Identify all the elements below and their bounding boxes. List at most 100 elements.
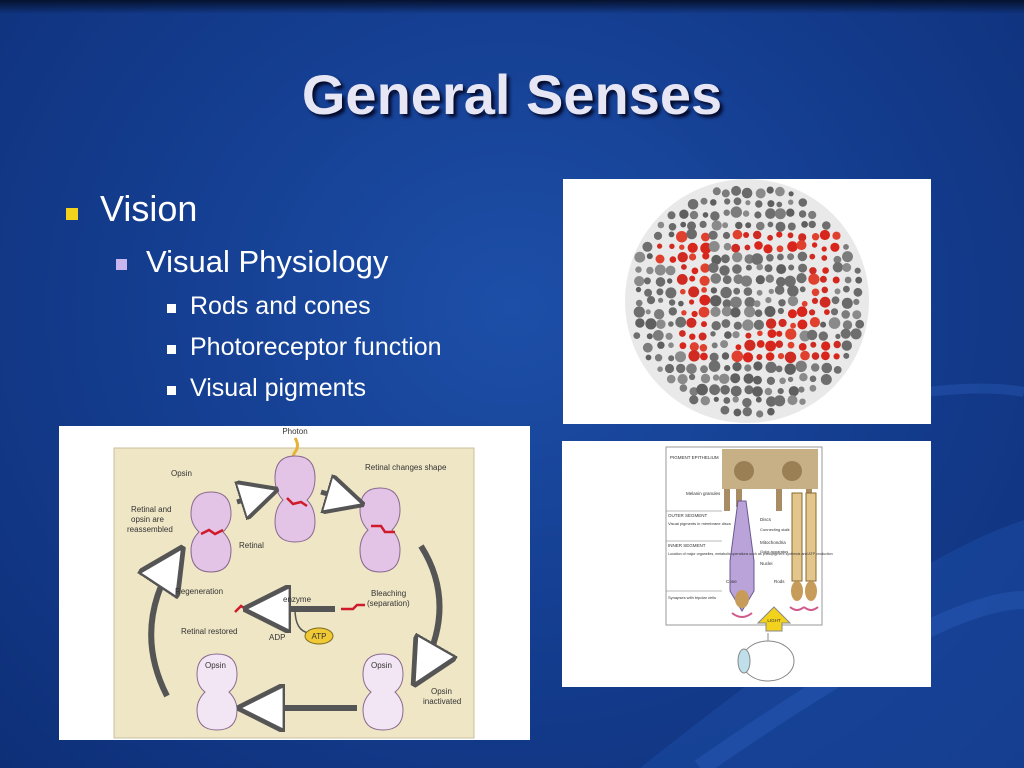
plate-dot-gray [710,306,721,317]
plate-dot-gray [657,366,663,372]
plate-dot-gray [732,264,742,274]
plate-dot-gray [678,300,684,307]
plate-dot-gray [732,252,743,263]
plate-dot-gray [744,306,756,318]
plate-dot-red [732,229,743,240]
plate-dot-gray [677,374,688,385]
plate-dot-gray [784,275,796,287]
plate-dot-gray [643,277,651,285]
plate-dot-gray [687,221,696,231]
plate-dot-red [809,309,816,316]
plate-dot-gray [642,241,653,252]
plate-dot-gray [635,286,642,293]
plate-dot-red [744,244,751,251]
plate-dot-gray [732,331,740,339]
label-inner-segment: INNER SEGMENT [668,543,706,548]
plate-dot-gray [766,186,774,194]
plate-dot-red [689,253,697,261]
plate-dot-gray [745,264,752,271]
plate-dot-gray [635,318,645,328]
label-discs: Discs [760,517,772,522]
plate-dot-gray [766,396,777,407]
plate-dot-gray [775,365,783,373]
plate-dot-gray [653,231,663,240]
plate-dot-red [822,267,829,274]
plate-dot-gray [696,383,708,396]
plate-dot-gray [646,253,653,260]
plate-dot-red [800,350,810,361]
plate-dot-gray [753,300,761,308]
plate-dot-red [689,342,699,352]
plate-dot-gray [751,253,763,265]
plate-dot-gray [756,263,763,271]
plate-dot-gray [842,320,853,330]
plate-dot-gray [841,297,853,309]
photoreceptor-svg: PIGMENT EPITHELIUM Melanin granules OUTE… [665,446,833,682]
plate-dot-gray [664,363,675,374]
plate-dot-gray [766,376,775,385]
bullet-visual-physiology: Visual Physiology [146,244,389,279]
plate-dot-gray [720,286,732,299]
plate-dot-red [819,296,831,308]
plate-dot-gray [721,189,730,198]
plate-dot-gray [765,274,774,283]
plate-dot-gray [787,376,794,383]
label-visual-pigments: Visual pigments in membrane discs [668,521,731,526]
plate-dot-gray [699,220,707,228]
plate-dot-gray [653,309,665,320]
plate-dot-gray [744,254,755,264]
plate-dot-gray [755,200,763,208]
plate-dot-gray [830,308,839,316]
plate-dot-gray [680,221,687,228]
plate-dot-red [702,252,710,260]
plate-dot-red [689,333,696,340]
plate-dot-gray [753,361,763,371]
plate-dot-gray [820,321,827,328]
plate-dot-gray [679,384,688,392]
plate-dot-gray [796,273,807,284]
plate-dot-gray [730,307,741,318]
plate-dot-gray [710,287,718,294]
plate-dot-gray [850,328,862,340]
plate-dot-red [679,342,687,350]
label-bleaching-1: Bleaching [371,589,406,598]
plate-dot-gray [633,306,645,318]
plate-dot-gray [710,199,717,206]
plate-dot-gray [753,319,764,330]
plate-dot-gray [645,318,657,330]
plate-dot-gray [689,395,699,405]
plate-dot-gray [755,275,765,285]
plate-dot-gray [841,310,850,319]
plate-dot-gray [806,329,818,341]
label-pigment-epithelium: PIGMENT EPITHELIUM [670,455,719,460]
bullet-vision: Vision [100,188,198,229]
plate-dot-red [679,244,685,250]
plate-dot-gray [787,285,799,297]
plate-dot-gray [786,208,795,217]
plate-dot-red [735,344,742,351]
plate-dot-gray [700,197,708,205]
plate-dot-red [810,341,817,348]
plate-dot-gray [730,296,742,309]
plate-dot-gray [798,210,807,218]
plate-dot-gray [767,407,775,416]
plate-dot-red [689,275,696,282]
plate-dot-gray [667,278,673,284]
plate-dot-gray [798,198,808,207]
label-retinal-opsin-3: reassembled [127,525,173,534]
plate-dot-gray [854,267,861,274]
plate-dot-red [679,330,686,337]
plate-dot-red [753,230,762,240]
plate-dot-gray [801,221,808,228]
plate-dot-gray [744,297,756,308]
plate-dot-red [742,352,754,363]
plate-dot-red [767,234,773,241]
label-opsin-bottom-left: Opsin [205,661,226,670]
plate-dot-gray [842,251,853,263]
plate-dot-gray [777,307,784,315]
plate-dot-gray [808,210,817,220]
plate-dot-gray [853,298,860,305]
plate-dot-red [784,351,797,363]
plate-dot-gray [742,319,754,331]
plate-dot-red [811,297,819,304]
